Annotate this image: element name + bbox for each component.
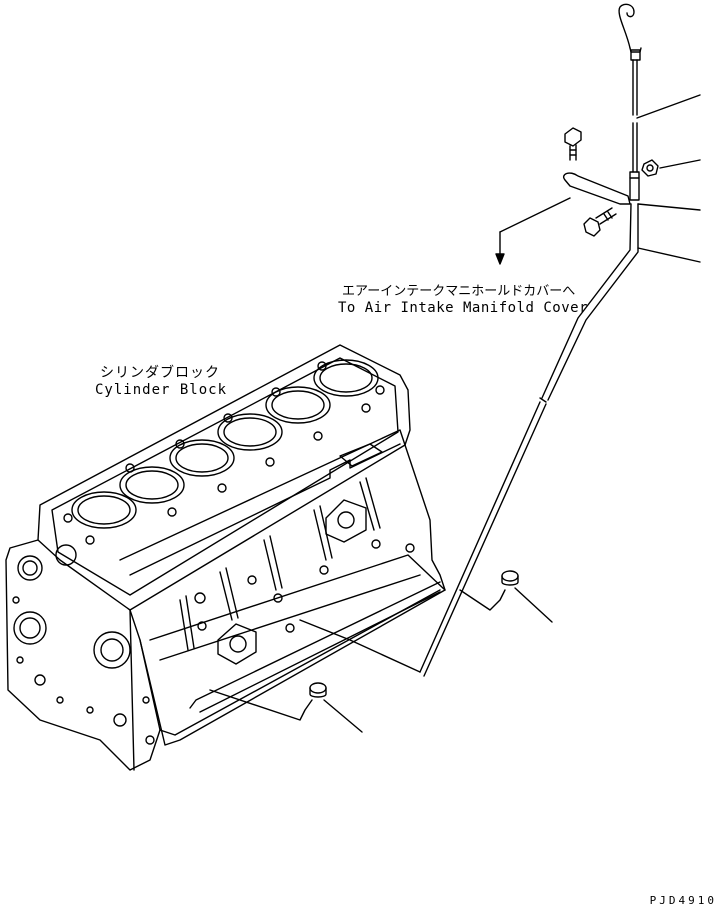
drawing-code: PJD4910 — [649, 894, 717, 907]
leader-lines — [495, 94, 701, 265]
dipstick — [618, 3, 642, 173]
bolt-lower — [583, 207, 617, 237]
air-intake-label-en: To Air Intake Manifold Cover — [338, 300, 589, 316]
cylinder-block-label-en: Cylinder Block — [95, 382, 228, 398]
air-intake-label-ja: エアーインテークマニホールドカバーへ — [342, 284, 576, 299]
plug-lower — [309, 682, 327, 698]
cylinder-block-label-ja: シリンダブロック — [100, 365, 220, 381]
nut — [641, 159, 659, 177]
plug-leaders — [209, 587, 553, 733]
guide-tube — [419, 171, 640, 677]
cylinder-block — [5, 344, 446, 771]
bolt-upper — [564, 127, 582, 161]
plug-upper — [501, 570, 519, 586]
